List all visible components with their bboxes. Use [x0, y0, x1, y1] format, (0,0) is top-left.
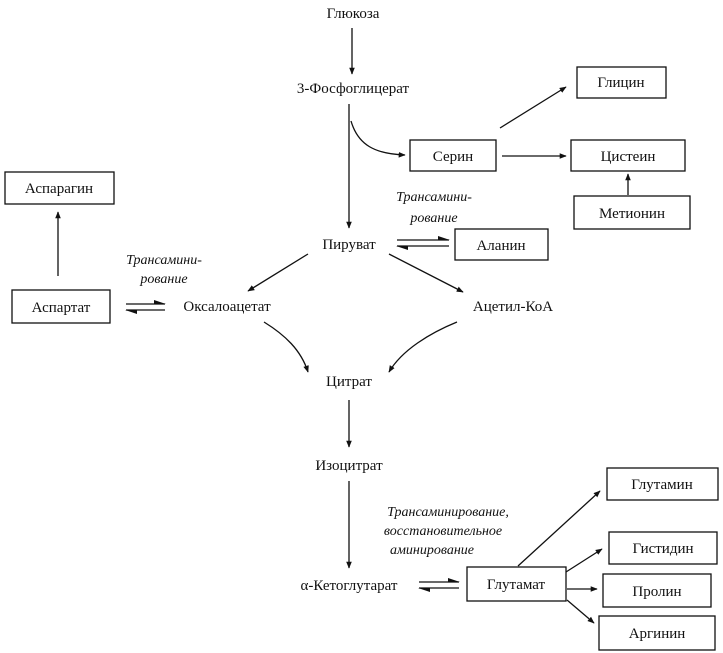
histidine-box — [608, 531, 718, 565]
arrow-pyruvate-to-acetyl-coa — [388, 253, 464, 293]
ketoglutarate-label: α-Кетоглутарат — [301, 578, 398, 594]
arginine-box — [598, 615, 716, 651]
oxaloacetate-label: Оксалоацетат — [183, 299, 271, 315]
pyruvate-label: Пируват — [322, 237, 376, 253]
arrow-serine-to-glycine — [499, 86, 567, 129]
proline-label: Пролин — [632, 584, 681, 600]
glutamate-label: Глутамат — [487, 577, 546, 593]
proline-box — [602, 573, 712, 608]
glutamine-label: Глутамин — [631, 477, 692, 493]
glutamate-box — [466, 566, 567, 602]
alanine-label: Аланин — [476, 238, 525, 254]
glucose-label: Глюкоза — [327, 6, 380, 22]
aspartate-label: Аспартат — [32, 300, 91, 316]
serine-label: Серин — [433, 149, 473, 165]
histidine-label: Гистидин — [632, 541, 693, 557]
cysteine-label: Цистеин — [601, 149, 656, 165]
transamination-annotation-left-line1: Трансамини- — [126, 253, 202, 268]
glutamate-annotation-line1: Трансаминирование, — [387, 505, 509, 520]
glutamate-annotation-line3: аминирование — [390, 543, 474, 558]
arrow-acetyl-coa-to-citrate — [388, 321, 458, 373]
transamination-annotation-top-line2: рование — [409, 211, 457, 226]
arrow-glutamate-to-glutamine — [517, 490, 601, 567]
asparagine-label: Аспарагин — [25, 181, 93, 197]
arginine-label: Аргинин — [629, 626, 686, 642]
phosphoglycerate-label: 3-Фосфоглицерат — [297, 81, 410, 97]
transamination-annotation-left-line2: рование — [139, 272, 187, 287]
asparagine-box — [4, 171, 115, 205]
glutamate-annotation-line2: восстановительное — [384, 524, 502, 539]
citrate-label: Цитрат — [326, 374, 372, 390]
cysteine-box — [570, 139, 686, 172]
alanine-box — [454, 228, 549, 261]
glutamine-box — [606, 467, 719, 501]
methionine-label: Метионин — [599, 206, 665, 222]
serine-box — [409, 139, 497, 172]
glycine-label: Глицин — [597, 75, 644, 91]
acetyl-coa-label: Ацетил-КоА — [473, 299, 553, 315]
arrow-glutamate-to-histidine — [565, 548, 603, 573]
isocitrate-label: Изоцитрат — [315, 458, 383, 474]
arrow-glutamate-to-arginine — [566, 599, 595, 624]
arrow-phosphoglycerate-to-serine — [350, 120, 406, 158]
glycine-box — [576, 66, 667, 99]
arrow-oxaloacetate-to-citrate — [263, 321, 309, 373]
aspartate-box — [11, 289, 111, 324]
arrow-pyruvate-to-oxaloacetate — [247, 253, 309, 292]
transamination-annotation-top-line1: Трансамини- — [396, 190, 472, 205]
methionine-box — [573, 195, 691, 230]
